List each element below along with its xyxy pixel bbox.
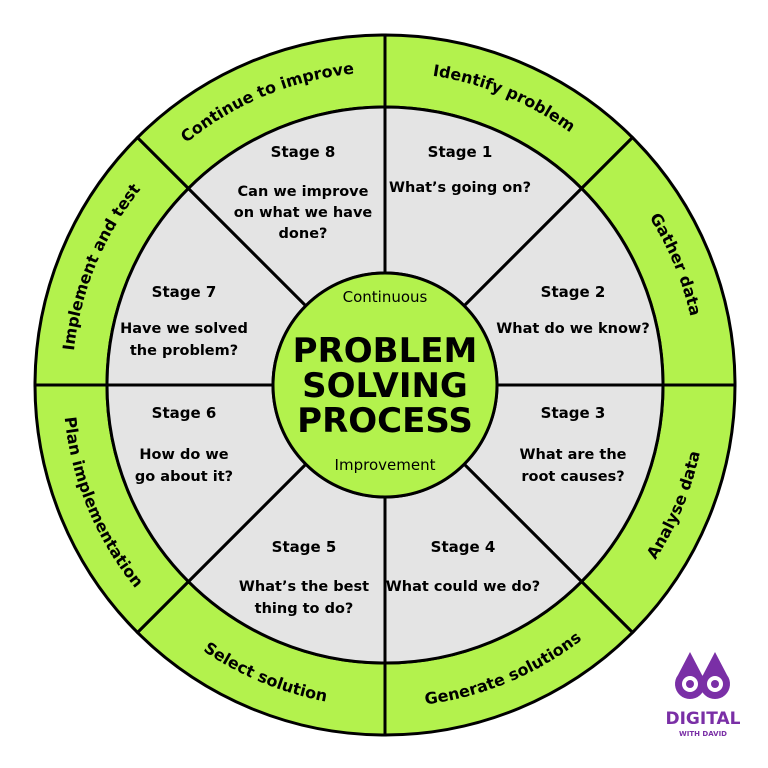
stage-title-4: Stage 4 [431,538,496,556]
stage-title-1: Stage 1 [428,143,493,161]
stage-question-5-line-2: thing to do? [255,601,354,617]
stage-question-6-line-1: How do we [139,447,228,463]
outer-ring [33,33,737,737]
stage-title-8: Stage 8 [271,143,336,161]
center-circle [271,271,499,499]
center-title-line-2: SOLVING [302,366,468,406]
stage-title-6: Stage 6 [152,404,217,422]
stage-question-2-line-1: What do we know? [496,321,649,337]
stage-texts: Stage 1 What’s going on? Stage 2 What do we… [120,143,650,617]
stage-question-4-line-1: What could we do? [386,579,540,595]
stage-question-3-line-1: What are the [520,447,627,463]
center-bottom-label: Improvement [335,456,436,474]
stage-question-7-line-2: the problem? [130,343,238,359]
center-hub: Continuous PROBLEM SOLVING PROCESS Impro… [271,271,499,499]
eyes-logo-icon [675,652,730,700]
center-top-label: Continuous [343,288,428,306]
stage-question-3-line-2: root causes? [521,469,624,485]
stage-question-6-line-2: go about it? [135,469,233,485]
logo-text-with-david: WITH DAVID [679,730,727,738]
stage-question-8-line-1: Can we improve [238,184,369,200]
stage-title-3: Stage 3 [541,404,606,422]
logo-text-digital: DIGITAL [666,709,741,729]
stage-question-8-line-3: done? [279,226,328,242]
stage-question-1-line-1: What’s going on? [389,180,531,196]
center-title-line-3: PROCESS [297,401,473,441]
stage-question-8-line-2: on what we have [234,205,373,221]
stage-question-7-line-1: Have we solved [120,321,248,337]
stage-title-7: Stage 7 [152,283,217,301]
stage-title-5: Stage 5 [272,538,337,556]
stage-title-2: Stage 2 [541,283,606,301]
stage-question-5-line-1: What’s the best [239,579,369,595]
digital-with-david-logo: DIGITAL WITH DAVID [666,652,741,738]
center-title-line-1: PROBLEM [293,331,478,371]
